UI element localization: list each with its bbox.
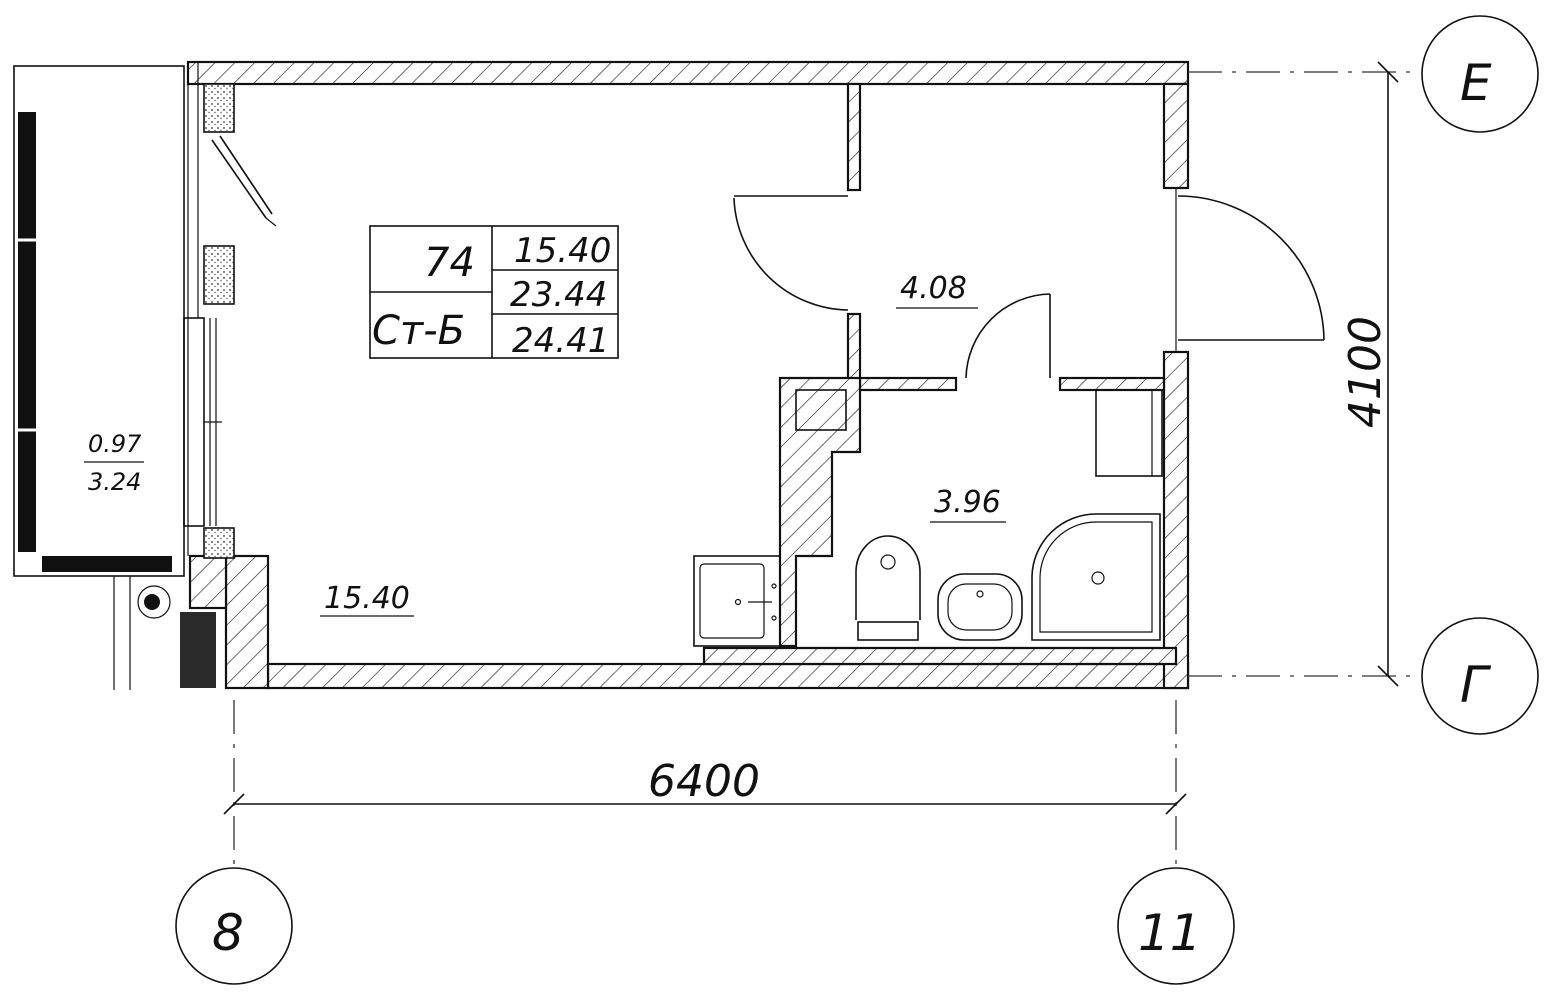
apartment-number: 74 [424,240,475,286]
axis-label-e: Е [1460,54,1492,112]
doors [733,188,1325,379]
fixtures [693,389,1163,647]
balcony-area-bottom: 3.24 [88,468,141,496]
living-area: 15.40 [514,231,611,271]
bath-top-left [858,376,958,392]
insulation-block-low [203,527,235,559]
exterior-walls [186,60,1190,690]
left-wall-pier [188,554,228,610]
dimension-width: 6400 [648,756,760,807]
bottom-wall [266,662,1190,690]
apartment-stamp: 74 Ст-Б 15.40 23.44 24.41 [369,225,619,361]
room-area-living: 15.40 [324,581,410,616]
bath-bottom-wall [702,646,1178,666]
interior-walls [702,82,1178,666]
left-wall-lower [224,554,270,690]
room-area-bathroom: 3.96 [934,485,1001,520]
right-wall-upper [1162,82,1190,190]
axis-bubble-8 [175,867,293,985]
radiator-block [180,612,216,688]
toilet [855,535,921,620]
balcony-area-top: 0.97 [88,430,142,458]
room-area-hall: 4.08 [900,271,967,306]
facade-left [13,62,277,690]
total-area-with-balcony: 24.41 [512,321,609,361]
cabinet [1095,389,1163,477]
bath-door-swing [965,293,1051,379]
hall-partition-lower [846,312,862,382]
apartment-type: Ст-Б [372,308,465,354]
axis-label-8: 8 [212,904,244,962]
bath-top-right [1058,376,1166,392]
shaft [795,389,847,431]
axis-bubble-g [1421,617,1539,735]
insulation-block-mid [203,245,235,305]
total-area: 23.44 [510,275,607,315]
balcony-glazing [18,112,36,552]
entrance-door-swing [1177,195,1325,341]
dimension-depth: 4100 [1340,316,1391,428]
drain-pipe-icon [137,585,171,619]
bath-left-wall [778,376,862,648]
shower-tray [1031,513,1161,641]
washbasin [937,573,1023,641]
top-wall [186,60,1190,86]
balcony-door-leaf [211,139,267,219]
axis-bubble-e [1421,15,1539,133]
axis-bubble-11 [1117,867,1235,985]
hall-partition-upper [846,82,862,192]
window-frame [183,317,205,527]
kitchen-sink [693,555,781,647]
living-door-swing [733,197,849,311]
axis-label-11: 11 [1138,904,1202,962]
balcony-outline [13,65,185,577]
insulation-block-top [203,83,235,133]
right-wall-lower [1162,350,1190,690]
axis-label-g: Г [1460,656,1492,714]
grid-axes: Е Г 8 11 [175,15,1539,985]
dimension-lines: 6400 4100 [223,61,1399,815]
